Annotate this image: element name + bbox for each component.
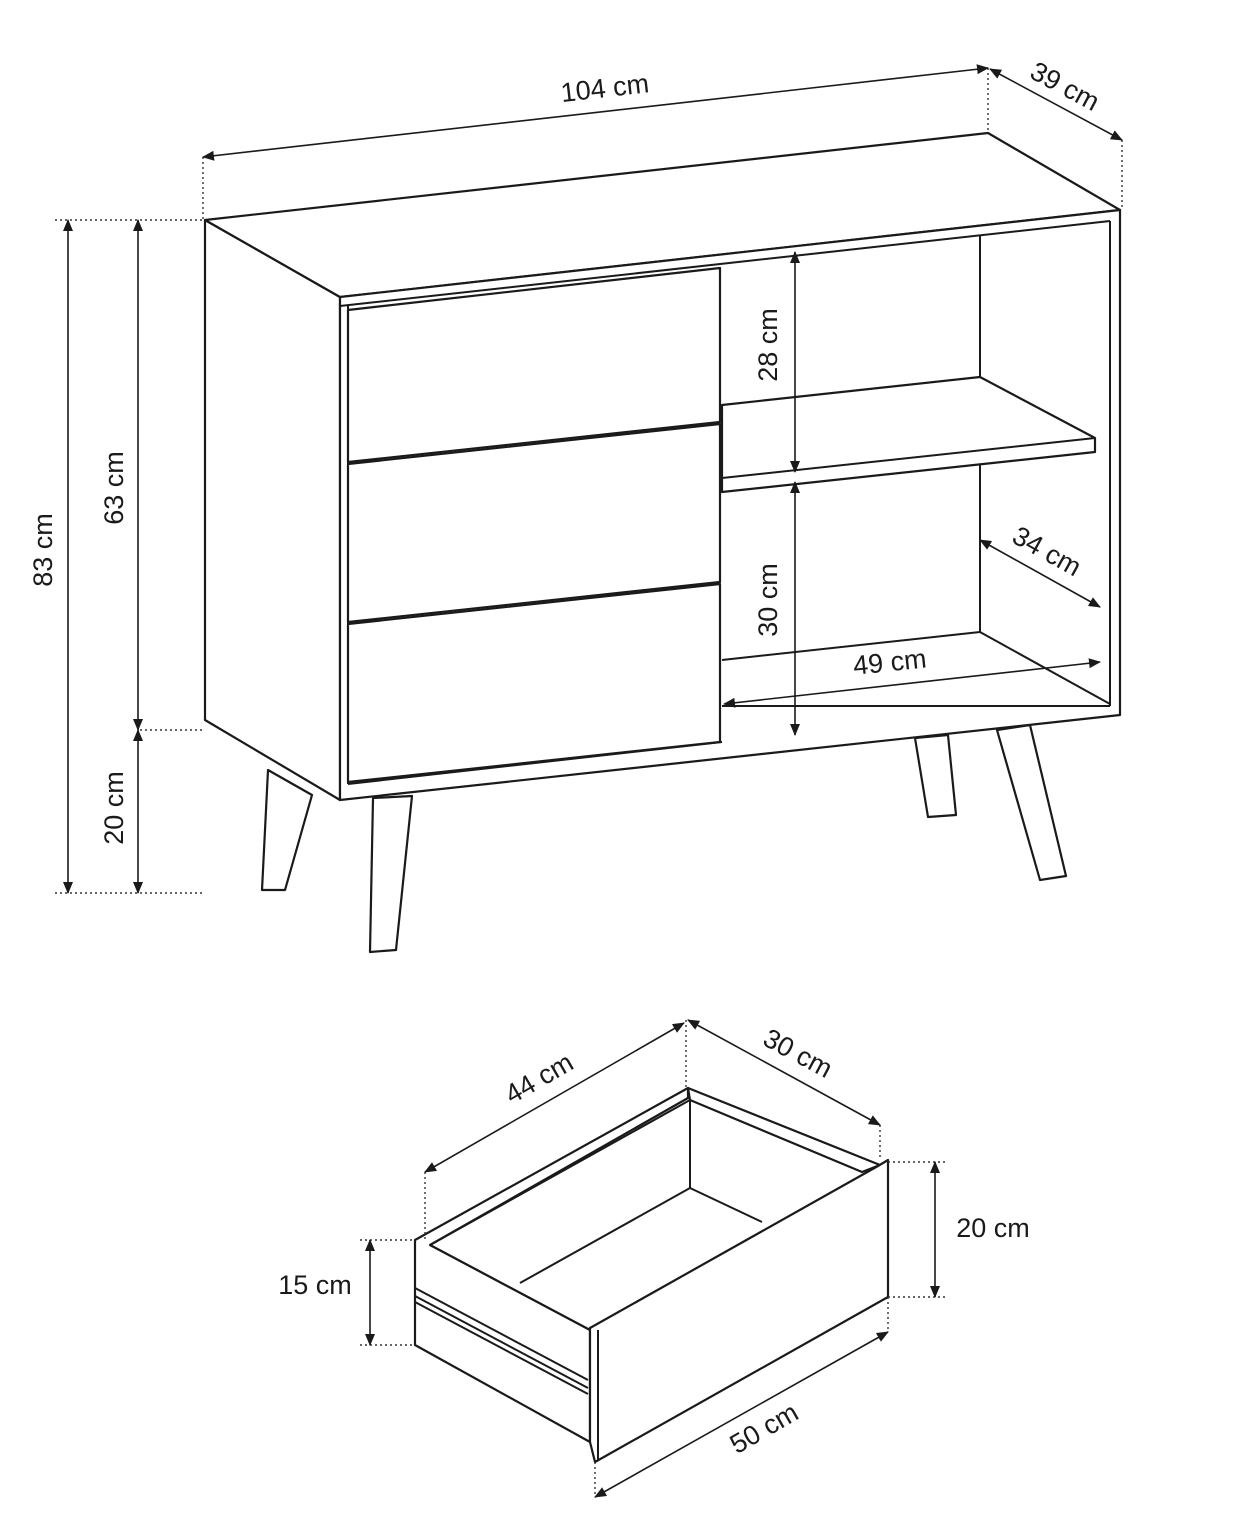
leg-front-right — [995, 723, 1068, 882]
inner-depth-label: 30 cm — [758, 1023, 837, 1084]
depth-label: 39 cm — [1025, 56, 1104, 117]
cabinet-drawing — [203, 131, 1122, 954]
front-height-label: 20 cm — [956, 1213, 1030, 1243]
upper-compartment-height-label: 28 cm — [753, 308, 783, 382]
leg-back-right — [913, 733, 958, 819]
total-height-label: 83 cm — [28, 513, 58, 587]
side-height-label: 15 cm — [278, 1270, 352, 1300]
leg-back-left — [260, 768, 314, 892]
drawer-drawing — [413, 1086, 890, 1464]
drawer-front-middle — [346, 422, 722, 624]
leg-height-label: 20 cm — [99, 771, 129, 845]
drawer-front-bottom — [346, 582, 722, 784]
drawer-back-panel — [686, 1086, 882, 1174]
cabinet-side-panel — [203, 218, 342, 802]
width-label: 104 cm — [559, 68, 650, 108]
drawer-fronts — [346, 266, 722, 784]
drawer-runner — [414, 1287, 589, 1395]
front-width-label: 50 cm — [725, 1397, 804, 1460]
lower-compartment-height-label: 30 cm — [753, 563, 783, 637]
inner-length-label: 44 cm — [500, 1047, 579, 1110]
cabinet-dimensions: 104 cm 39 cm 83 cm 63 cm 20 cm 28 cm 30 … — [28, 56, 1123, 894]
leg-front-left — [368, 794, 414, 954]
body-height-label: 63 cm — [99, 451, 129, 525]
drawer-front-top — [346, 266, 722, 464]
